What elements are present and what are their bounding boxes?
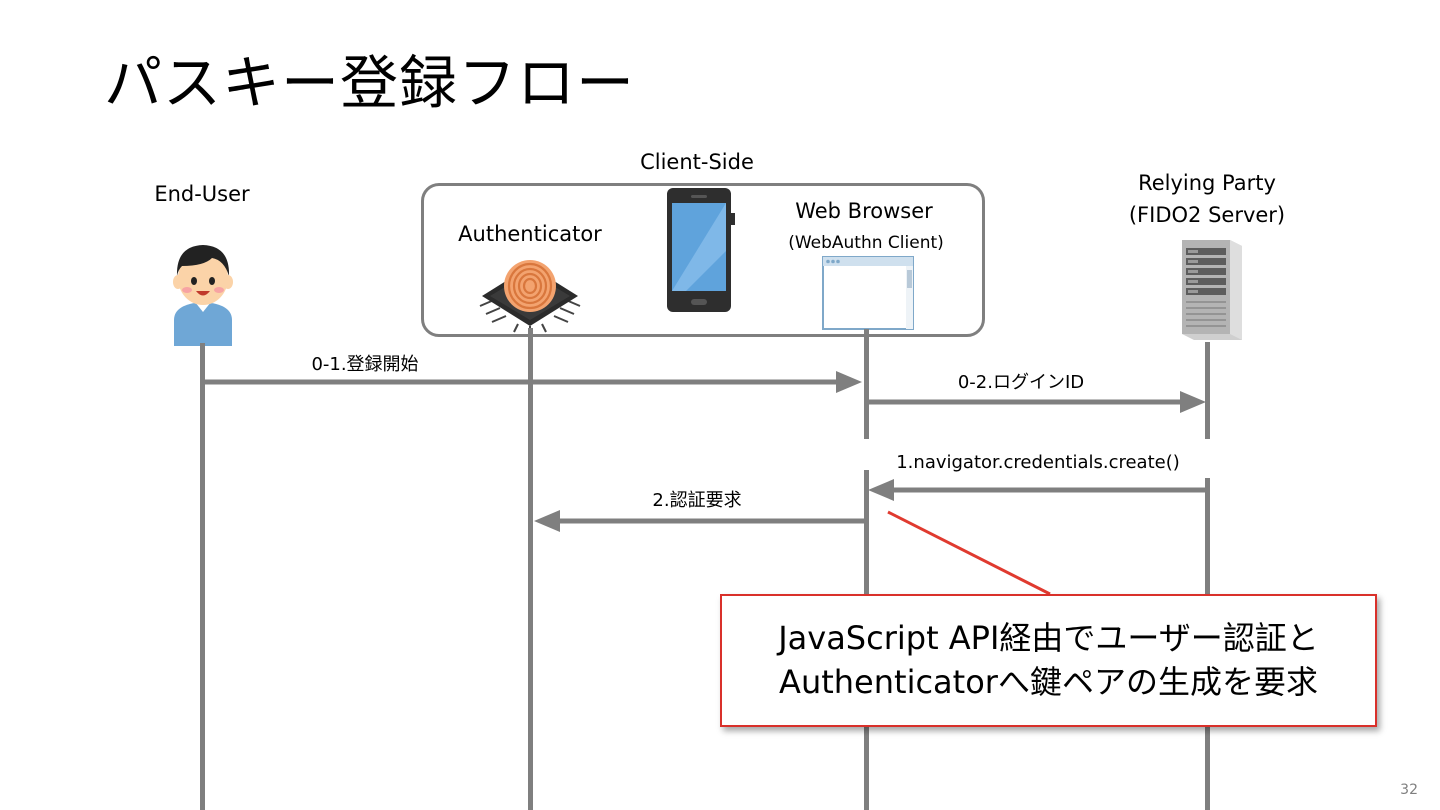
message-label-credentials-create: 1.navigator.credentials.create(): [896, 452, 1180, 473]
relying-party-sublabel: (FIDO2 Server): [1128, 203, 1286, 227]
smartphone-icon: [667, 188, 735, 312]
callout-line-1: JavaScript API経由でユーザー認証と: [778, 619, 1319, 658]
relying-party-label: Relying Party: [1138, 171, 1276, 195]
client-side-label: Client-Side: [640, 150, 754, 174]
server-icon: [1182, 240, 1242, 340]
arrowhead-auth-request: [534, 510, 560, 532]
relying-party-lifeline-upper: [1205, 342, 1210, 439]
fingerprint-chip-icon: [479, 260, 581, 334]
slide-title: パスキー登録フロー: [104, 49, 636, 117]
browser-label: Web Browser: [795, 199, 933, 223]
arrowhead-login-id: [1180, 391, 1206, 413]
callout-box: JavaScript API経由でユーザー認証と Authenticatorへ鍵…: [720, 594, 1377, 727]
message-label-login-id: 0-2.ログインID: [957, 372, 1085, 393]
client-side-group-box: [421, 183, 985, 337]
end-user-icon: [173, 245, 233, 346]
message-label-auth-request: 2.認証要求: [652, 490, 742, 511]
authenticator-label: Authenticator: [458, 222, 602, 246]
page-number: 32: [1400, 782, 1418, 798]
message-label-register-start: 0-1.登録開始: [311, 354, 419, 375]
arrowhead-credentials-create: [868, 479, 894, 501]
callout-connector: [887, 510, 1051, 596]
end-user-label: End-User: [154, 182, 250, 206]
browser-sublabel: (WebAuthn Client): [788, 233, 944, 253]
arrowhead-register-start: [836, 371, 862, 393]
callout-line-2: Authenticatorへ鍵ペアの生成を要求: [779, 662, 1318, 701]
browser-window-icon: [822, 256, 914, 330]
end-user-lifeline: [200, 343, 205, 810]
authenticator-lifeline: [528, 328, 533, 810]
browser-lifeline-upper: [864, 329, 869, 439]
